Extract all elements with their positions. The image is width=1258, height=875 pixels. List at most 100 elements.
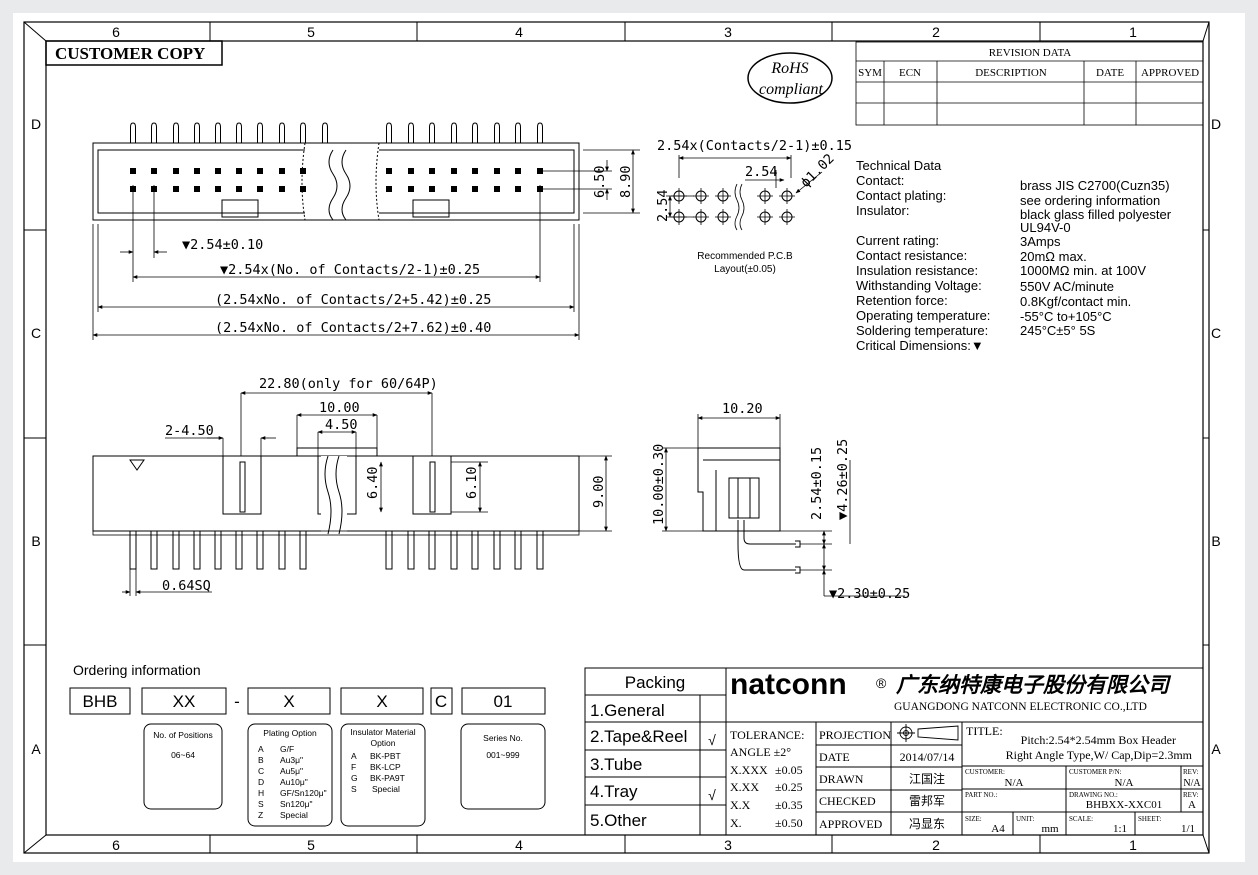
plating-name: Au10μ" bbox=[280, 777, 308, 787]
insulator-name: Special bbox=[372, 784, 400, 794]
row-label: A bbox=[31, 741, 41, 757]
pin-tip bbox=[322, 122, 328, 143]
tech-value: 1000MΩ min. at 100V bbox=[1020, 263, 1146, 278]
grid-labels: 6 5 4 3 2 1 6 5 4 3 2 1 D C B A D C B A bbox=[31, 24, 1221, 853]
pin-leg bbox=[299, 530, 307, 570]
contact-hole bbox=[472, 186, 478, 192]
code-prefix: BHB bbox=[83, 692, 118, 711]
end-dim-426: ▼4.26±0.25 bbox=[835, 439, 851, 520]
plating-name: Sn120μ" bbox=[280, 799, 313, 809]
insulator-code: A bbox=[351, 751, 357, 761]
dim-610: 6.10 bbox=[464, 466, 480, 499]
pin-leg bbox=[514, 530, 522, 570]
contact-hole bbox=[451, 168, 457, 174]
company-logo: natconn bbox=[730, 668, 847, 701]
tolerance-label: TOLERANCE: bbox=[730, 728, 804, 742]
packing-check: √ bbox=[708, 787, 716, 803]
insulator-title-2: Option bbox=[370, 738, 395, 748]
row-label: C bbox=[1211, 325, 1221, 341]
tolerance-value: ±0.25 bbox=[775, 780, 803, 794]
dim-1000: 10.00 bbox=[319, 400, 360, 416]
ordering-code-boxes bbox=[69, 687, 546, 827]
tolerance-angle: ANGLE ±2° bbox=[730, 745, 791, 759]
pin-leg bbox=[385, 530, 393, 570]
code-cap: C bbox=[435, 692, 447, 711]
pin-tip bbox=[300, 122, 306, 143]
company-name-cn: 广东纳特康电子股份有限公司 bbox=[896, 673, 1172, 697]
col-label: 5 bbox=[307, 837, 315, 853]
dim-640: 6.40 bbox=[365, 466, 381, 499]
packing-option: 1.General bbox=[590, 701, 665, 720]
pin-tip bbox=[194, 122, 200, 143]
tolerance-spec: X.X bbox=[730, 798, 751, 812]
contact-hole bbox=[408, 168, 414, 174]
insulator-name: BK-LCP bbox=[370, 762, 401, 772]
col-label: 2 bbox=[932, 837, 940, 853]
end-view bbox=[697, 447, 801, 574]
pin-leg bbox=[471, 530, 479, 570]
contact-hole bbox=[194, 168, 200, 174]
plating-code: A bbox=[258, 744, 264, 754]
tech-value: black glass filled polyester bbox=[1020, 207, 1172, 222]
row-label: D bbox=[1211, 116, 1221, 132]
tech-label: Retention force: bbox=[856, 293, 948, 308]
approved-label: APPROVED bbox=[819, 817, 883, 831]
plating-code: B bbox=[258, 755, 264, 765]
pcb-hole-center bbox=[693, 188, 709, 204]
unit-value: mm bbox=[1041, 823, 1059, 835]
drawing-no-label: DRAWING NO.: bbox=[1069, 791, 1118, 799]
pin-leg bbox=[193, 530, 201, 570]
packing-title: Packing bbox=[625, 673, 685, 692]
col-label: 4 bbox=[515, 24, 523, 40]
rev-label: REV: bbox=[1183, 791, 1198, 799]
contact-hole bbox=[130, 168, 136, 174]
tech-label: Operating temperature: bbox=[856, 308, 990, 323]
plating-name: Au3μ" bbox=[280, 755, 303, 765]
tech-label: Insulation resistance: bbox=[856, 263, 978, 278]
pin-tip bbox=[494, 122, 500, 143]
revision-header: SYM bbox=[858, 67, 882, 79]
contact-hole bbox=[494, 168, 500, 174]
tech-label: Contact: bbox=[856, 173, 904, 188]
drawing-no-value: BHBXX-XXC01 bbox=[1086, 799, 1162, 811]
tech-value: 3Amps bbox=[1020, 234, 1061, 249]
rohs-line-2: compliant bbox=[759, 81, 824, 98]
tolerance-spec: X.XXX bbox=[730, 763, 768, 777]
contact-hole bbox=[173, 168, 179, 174]
tech-value: 550V AC/minute bbox=[1020, 279, 1114, 294]
pcb-layout-dimensions bbox=[666, 155, 823, 231]
date-label: DATE bbox=[819, 750, 850, 764]
contact-hole bbox=[279, 168, 285, 174]
tech-label: Critical Dimensions:▼ bbox=[856, 338, 984, 353]
tolerance-value: ±0.05 bbox=[775, 763, 803, 777]
pin-tip bbox=[215, 122, 221, 143]
col-label: 2 bbox=[932, 24, 940, 40]
code-series: 01 bbox=[494, 692, 513, 711]
code-insulator: X bbox=[376, 692, 387, 711]
standoff bbox=[92, 530, 580, 536]
series-range: 001~999 bbox=[486, 750, 520, 760]
contact-hole bbox=[429, 168, 435, 174]
customer-copy-label: CUSTOMER COPY bbox=[55, 44, 205, 63]
customer-value: N/A bbox=[1005, 777, 1024, 789]
pin-tip bbox=[151, 122, 157, 143]
series-title: Series No. bbox=[483, 733, 523, 743]
dim-064: 0.64SQ bbox=[162, 578, 211, 594]
top-view-dimensions bbox=[92, 149, 640, 340]
end-dim-1020: 10.20 bbox=[722, 401, 763, 417]
title-line-1: Pitch:2.54*2.54mm Box Header bbox=[1021, 733, 1176, 747]
plating-code: H bbox=[258, 788, 264, 798]
projection-symbol bbox=[897, 724, 959, 742]
plating-name: GF/Sn120μ" bbox=[280, 788, 327, 798]
insulator-title-1: Insulator Material bbox=[350, 727, 415, 737]
pin-leg bbox=[450, 530, 458, 570]
contact-hole bbox=[300, 186, 306, 192]
pcb-pitch-x: 2.54 bbox=[745, 164, 778, 180]
tech-value: 245°C±5° 5S bbox=[1020, 323, 1096, 338]
sheet-label: SHEET: bbox=[1138, 815, 1161, 823]
company-name-en: GUANGDONG NATCONN ELECTRONIC CO.,LTD bbox=[894, 701, 1147, 713]
insulator-code: S bbox=[351, 784, 357, 794]
contact-hole bbox=[279, 186, 285, 192]
pcb-hole-center bbox=[757, 188, 773, 204]
tech-label: Contact resistance: bbox=[856, 248, 967, 263]
